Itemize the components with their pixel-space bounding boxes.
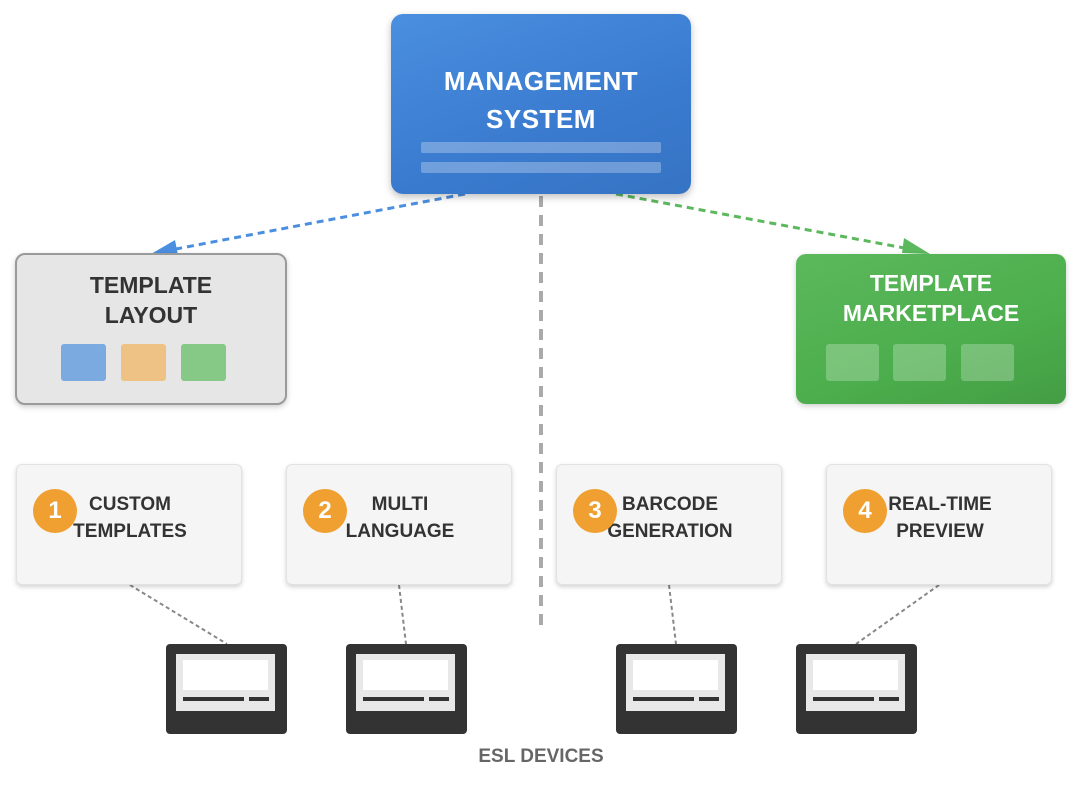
- arrow-head-blue: [151, 240, 178, 255]
- esl-device-line-short: [879, 697, 899, 701]
- arrow-to-template-marketplace: [615, 192, 916, 252]
- template-marketplace-title: TEMPLATE MARKETPLACE: [842, 270, 1020, 326]
- esl-device-display: [633, 660, 718, 690]
- layout-swatch-blue: [61, 344, 106, 381]
- template-marketplace-box: TEMPLATE MARKETPLACE: [796, 254, 1066, 404]
- esl-device-line-short: [429, 697, 449, 701]
- esl-device-screen: [356, 654, 455, 711]
- feature-card-multi-language: MULTI LANGUAGE 2: [286, 464, 512, 585]
- connector-feature-3: [668, 584, 677, 645]
- esl-device-display: [183, 660, 268, 690]
- feature-label: BARCODE GENERATION: [607, 494, 733, 542]
- esl-device-line: [183, 697, 244, 701]
- feature-label: CUSTOM TEMPLATES: [73, 494, 187, 542]
- management-bar-1: [421, 142, 661, 153]
- layout-swatch-orange: [121, 344, 166, 381]
- esl-device-line-short: [699, 697, 719, 701]
- esl-device-line: [633, 697, 694, 701]
- feature-card-custom-templates: CUSTOM TEMPLATES 1: [16, 464, 242, 585]
- esl-device-line: [363, 697, 424, 701]
- feature-card-barcode-generation: BARCODE GENERATION 3: [556, 464, 782, 585]
- management-system-box: MANAGEMENT SYSTEM: [391, 14, 691, 194]
- esl-device-line-short: [249, 697, 269, 701]
- feature-card-real-time-preview: REAL-TIME PREVIEW 4: [826, 464, 1052, 585]
- esl-device-4: [796, 644, 917, 734]
- connector-feature-1: [129, 584, 228, 645]
- esl-device-display: [363, 660, 448, 690]
- arrow-to-template-layout: [159, 192, 466, 254]
- esl-device-line: [813, 697, 874, 701]
- template-layout-title: TEMPLATE LAYOUT: [89, 272, 213, 328]
- marketplace-swatch-3: [961, 344, 1014, 381]
- feature-number-badge: 4: [843, 489, 887, 533]
- esl-devices-label: ESL DEVICES: [478, 746, 604, 767]
- esl-device-display: [813, 660, 898, 690]
- template-layout-box: TEMPLATE LAYOUT: [15, 253, 287, 405]
- connector-feature-4: [855, 584, 940, 645]
- layout-swatch-green: [181, 344, 226, 381]
- marketplace-swatch-1: [826, 344, 879, 381]
- esl-device-1: [166, 644, 287, 734]
- arrow-head-green: [902, 238, 930, 254]
- feature-number-badge: 2: [303, 489, 347, 533]
- esl-device-screen: [176, 654, 275, 711]
- esl-device-3: [616, 644, 737, 734]
- feature-number-badge: 1: [33, 489, 77, 533]
- feature-number-badge: 3: [573, 489, 617, 533]
- marketplace-swatch-2: [893, 344, 946, 381]
- management-system-title: MANAGEMENT SYSTEM: [443, 66, 639, 134]
- management-bar-2: [421, 162, 661, 173]
- esl-device-2: [346, 644, 467, 734]
- feature-label: REAL-TIME PREVIEW: [888, 494, 992, 542]
- esl-device-screen: [806, 654, 905, 711]
- feature-label: MULTI LANGUAGE: [345, 494, 455, 542]
- esl-device-screen: [626, 654, 725, 711]
- connector-feature-2: [398, 584, 407, 645]
